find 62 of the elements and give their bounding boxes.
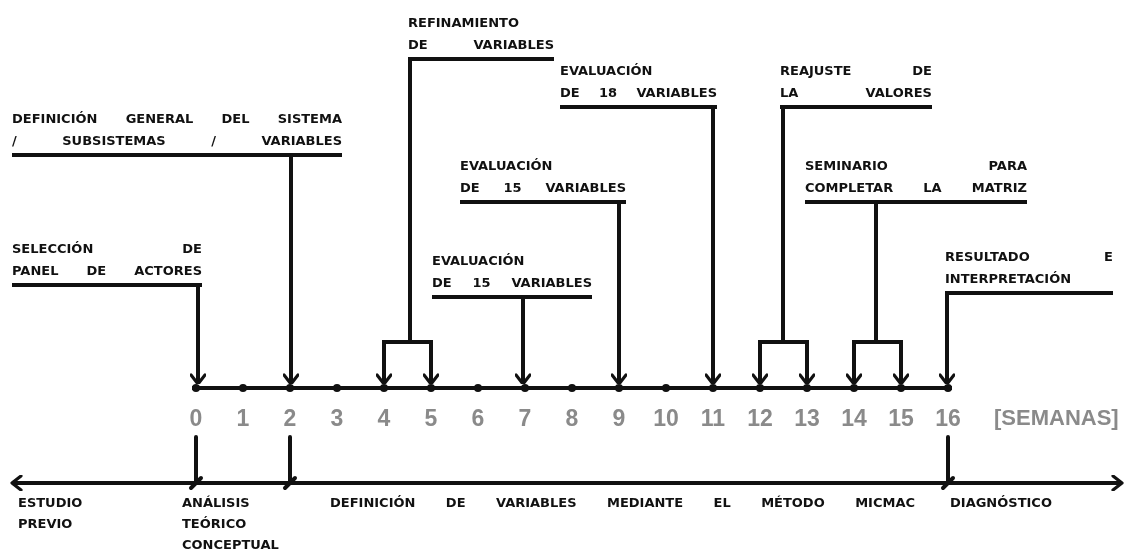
event-annotation — [12, 108, 342, 157]
week-number: 16 — [934, 405, 962, 431]
timeline-dot — [850, 384, 858, 392]
arrow — [874, 204, 910, 386]
week-number: 6 — [470, 405, 486, 431]
arrow — [704, 109, 722, 386]
week-number: 0 — [188, 405, 204, 431]
units-label: [SEMANAS] — [994, 405, 1120, 431]
phase-label: DEFINICIÓN DE VARIABLES MEDIANTE EL MÉTODO MICMAC — [330, 494, 915, 512]
arrow — [938, 295, 956, 386]
timeline-dot — [380, 384, 388, 392]
timeline-dot — [709, 384, 717, 392]
week-number: 3 — [329, 405, 345, 431]
event-label: DEFINICIÓN GENERAL DEL SISTEMA / SUBSISTEMAS / VARIABLES — [12, 110, 342, 150]
phase-label: DIAGNÓSTICO — [950, 494, 1053, 512]
week-number: 15 — [887, 405, 915, 431]
event-annotation — [432, 250, 592, 299]
arrow — [282, 157, 300, 386]
timeline-dot — [192, 384, 200, 392]
event-annotation — [560, 60, 717, 109]
timeline-dot — [615, 384, 623, 392]
week-number: 13 — [793, 405, 821, 431]
phase-label: ESTUDIO PREVIO — [18, 494, 84, 533]
timeline-dot — [239, 384, 247, 392]
arrow — [514, 299, 532, 386]
timeline-dot — [944, 384, 952, 392]
week-number: 11 — [699, 405, 727, 431]
event-label: EVALUACIÓN DE 18 VARIABLES — [560, 62, 717, 102]
timeline-bar — [192, 384, 952, 392]
event-label: SEMINARIO PARA COMPLETAR LA MATRIZ — [805, 157, 1027, 197]
week-number: 5 — [423, 405, 439, 431]
event-label: EVALUACIÓN DE 15 VARIABLES — [460, 157, 626, 197]
week-number: 2 — [282, 405, 298, 431]
timeline-dot — [286, 384, 294, 392]
week-number: 10 — [652, 405, 680, 431]
week-number: 14 — [840, 405, 868, 431]
arrow — [189, 287, 207, 386]
event-label: SELECCIÓN DE PANEL DE ACTORES — [12, 240, 202, 280]
week-number: 9 — [611, 405, 627, 431]
timeline-dot — [521, 384, 529, 392]
phase-label: ANÁLISIS TEÓRICO CONCEPTUAL — [182, 494, 280, 554]
event-annotation — [12, 238, 202, 287]
timeline-dot — [756, 384, 764, 392]
event-label: REAJUSTE DE LA VALORES — [780, 62, 932, 102]
week-number: 4 — [376, 405, 392, 431]
week-number: 8 — [564, 405, 580, 431]
timeline-dot — [427, 384, 435, 392]
week-number: 12 — [746, 405, 774, 431]
arrow — [610, 204, 628, 386]
event-label: EVALUACIÓN DE 15 VARIABLES — [432, 252, 592, 292]
week-number: 1 — [235, 405, 251, 431]
timeline-dot — [474, 384, 482, 392]
event-label: RESULTADO E INTERPRETACIÓN — [945, 248, 1113, 288]
event-annotation — [460, 155, 626, 204]
arrow — [781, 109, 816, 386]
timeline-dot — [333, 384, 341, 392]
timeline-dot — [897, 384, 905, 392]
timeline-dot — [803, 384, 811, 392]
event-label: REFINAMIENTO DE VARIABLES — [408, 14, 554, 54]
timeline-dot — [568, 384, 576, 392]
week-number: 7 — [517, 405, 533, 431]
timeline-dot — [662, 384, 670, 392]
